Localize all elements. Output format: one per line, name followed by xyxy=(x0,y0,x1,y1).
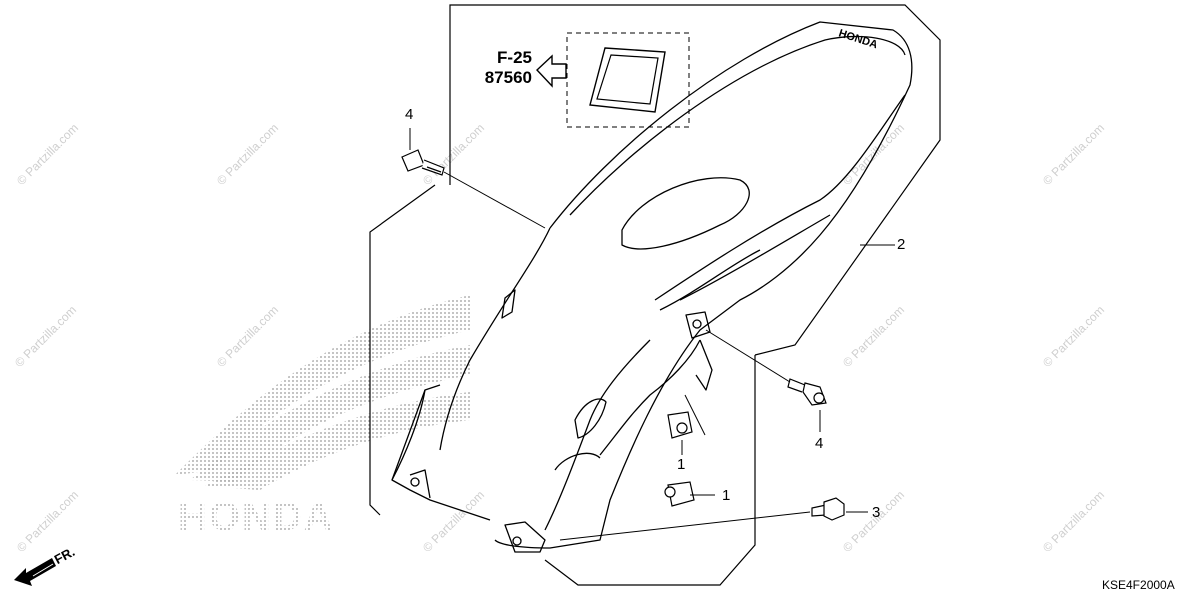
arrow-left-outline-icon xyxy=(536,54,567,88)
callout-3: 3 xyxy=(872,504,881,521)
fender-decal-text: HONDA xyxy=(837,27,879,51)
front-direction-arrow-icon xyxy=(14,558,56,586)
callout-1-upper: 1 xyxy=(677,456,686,473)
clip-nut-upper xyxy=(667,411,693,439)
callout-1-lower: 1 xyxy=(722,487,731,504)
clip-nut-lower xyxy=(664,481,695,507)
bolt-bottom-right xyxy=(811,497,845,521)
honda-logo-text: HONDA xyxy=(178,495,335,539)
reference-section: F-25 xyxy=(497,48,532,67)
honda-wing-logo xyxy=(175,295,470,490)
rear-fender xyxy=(391,21,913,553)
reference-number: 87560 xyxy=(484,68,532,87)
callout-4-upper: 4 xyxy=(405,106,414,123)
group-frame xyxy=(369,4,941,586)
bolt-upper-left xyxy=(401,149,445,176)
callout-2: 2 xyxy=(897,236,906,253)
leader-lines xyxy=(409,128,895,541)
callout-4-lower: 4 xyxy=(815,435,824,452)
reference-label: F-25 87560 xyxy=(462,48,532,88)
reference-decal-box xyxy=(566,32,690,128)
diagram-code: KSE4F2000A xyxy=(1102,578,1175,592)
bolt-right xyxy=(787,378,827,406)
